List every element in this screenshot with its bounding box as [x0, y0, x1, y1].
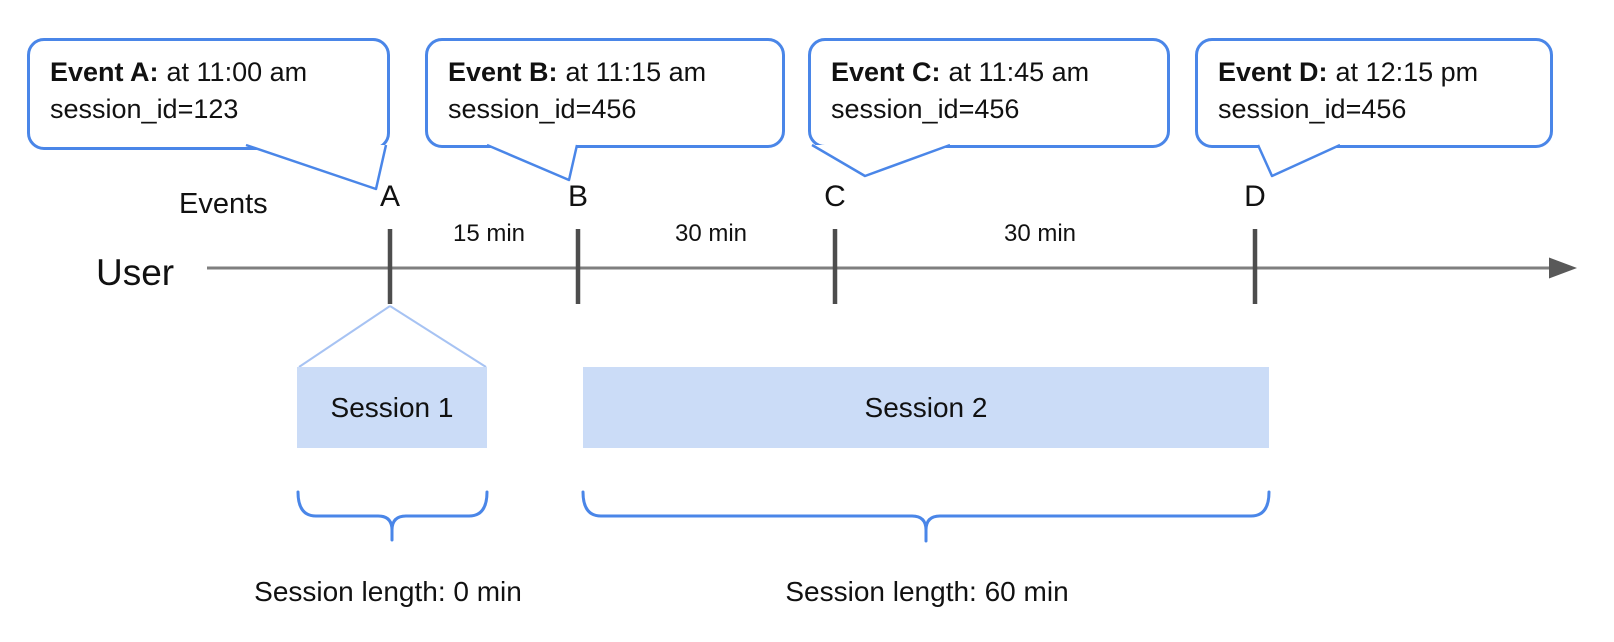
event-b-callout-tail	[486, 143, 579, 182]
event-d-callout: Event D:at 12:15 pm session_id=456	[1195, 38, 1553, 148]
session-2-label: Session 2	[864, 391, 988, 423]
event-d-title: Event D:	[1218, 57, 1328, 87]
event-a-session-id: session_id=123	[50, 94, 239, 124]
timeline-arrowhead-icon	[1549, 257, 1577, 279]
events-row-label: Events	[179, 188, 268, 220]
event-b-session-id: session_id=456	[448, 94, 637, 124]
event-a-time: at 11:00 am	[166, 57, 308, 87]
event-marker-b: B	[567, 180, 589, 213]
user-axis-label: User	[96, 252, 175, 293]
session-1-brace	[296, 490, 489, 542]
event-a-title: Event A:	[50, 57, 159, 87]
funnel-line-right	[389, 305, 487, 368]
event-marker-a: A	[379, 180, 401, 213]
event-a-callout: Event A:at 11:00 am session_id=123	[27, 38, 390, 150]
event-a-callout-tail	[245, 143, 388, 191]
event-d-time: at 12:15 pm	[1335, 57, 1479, 87]
interval-label-c-d: 30 min	[1003, 220, 1077, 247]
event-c-title: Event C:	[831, 57, 941, 87]
event-d-line1: Event D:at 12:15 pm	[1218, 54, 1530, 91]
session-1-length-label: Session length: 0 min	[254, 576, 522, 607]
event-c-session-id: session_id=456	[831, 94, 1020, 124]
session-2-box: Session 2	[583, 367, 1269, 448]
interval-label-a-b: 15 min	[452, 220, 526, 247]
event-marker-d: D	[1244, 180, 1266, 213]
event-c-callout: Event C:at 11:45 am session_id=456	[808, 38, 1170, 148]
funnel-line-left	[298, 305, 391, 368]
session-1-label: Session 1	[330, 391, 454, 423]
event-b-line1: Event B:at 11:15 am	[448, 54, 762, 91]
event-marker-c: C	[824, 180, 846, 213]
interval-label-b-c: 30 min	[674, 220, 748, 247]
event-a-line1: Event A:at 11:00 am	[50, 54, 367, 91]
event-b-time: at 11:15 am	[565, 57, 707, 87]
event-b-title: Event B:	[448, 57, 558, 87]
session-1-box: Session 1	[297, 367, 487, 448]
event-c-line1: Event C:at 11:45 am	[831, 54, 1147, 91]
session-2-brace	[581, 490, 1271, 543]
event-c-callout-tail	[811, 143, 951, 178]
event-d-session-id: session_id=456	[1218, 94, 1407, 124]
session-2-length-label: Session length: 60 min	[785, 576, 1069, 607]
event-c-time: at 11:45 am	[948, 57, 1090, 87]
event-d-callout-tail	[1256, 143, 1341, 178]
event-b-callout: Event B:at 11:15 am session_id=456	[425, 38, 785, 148]
